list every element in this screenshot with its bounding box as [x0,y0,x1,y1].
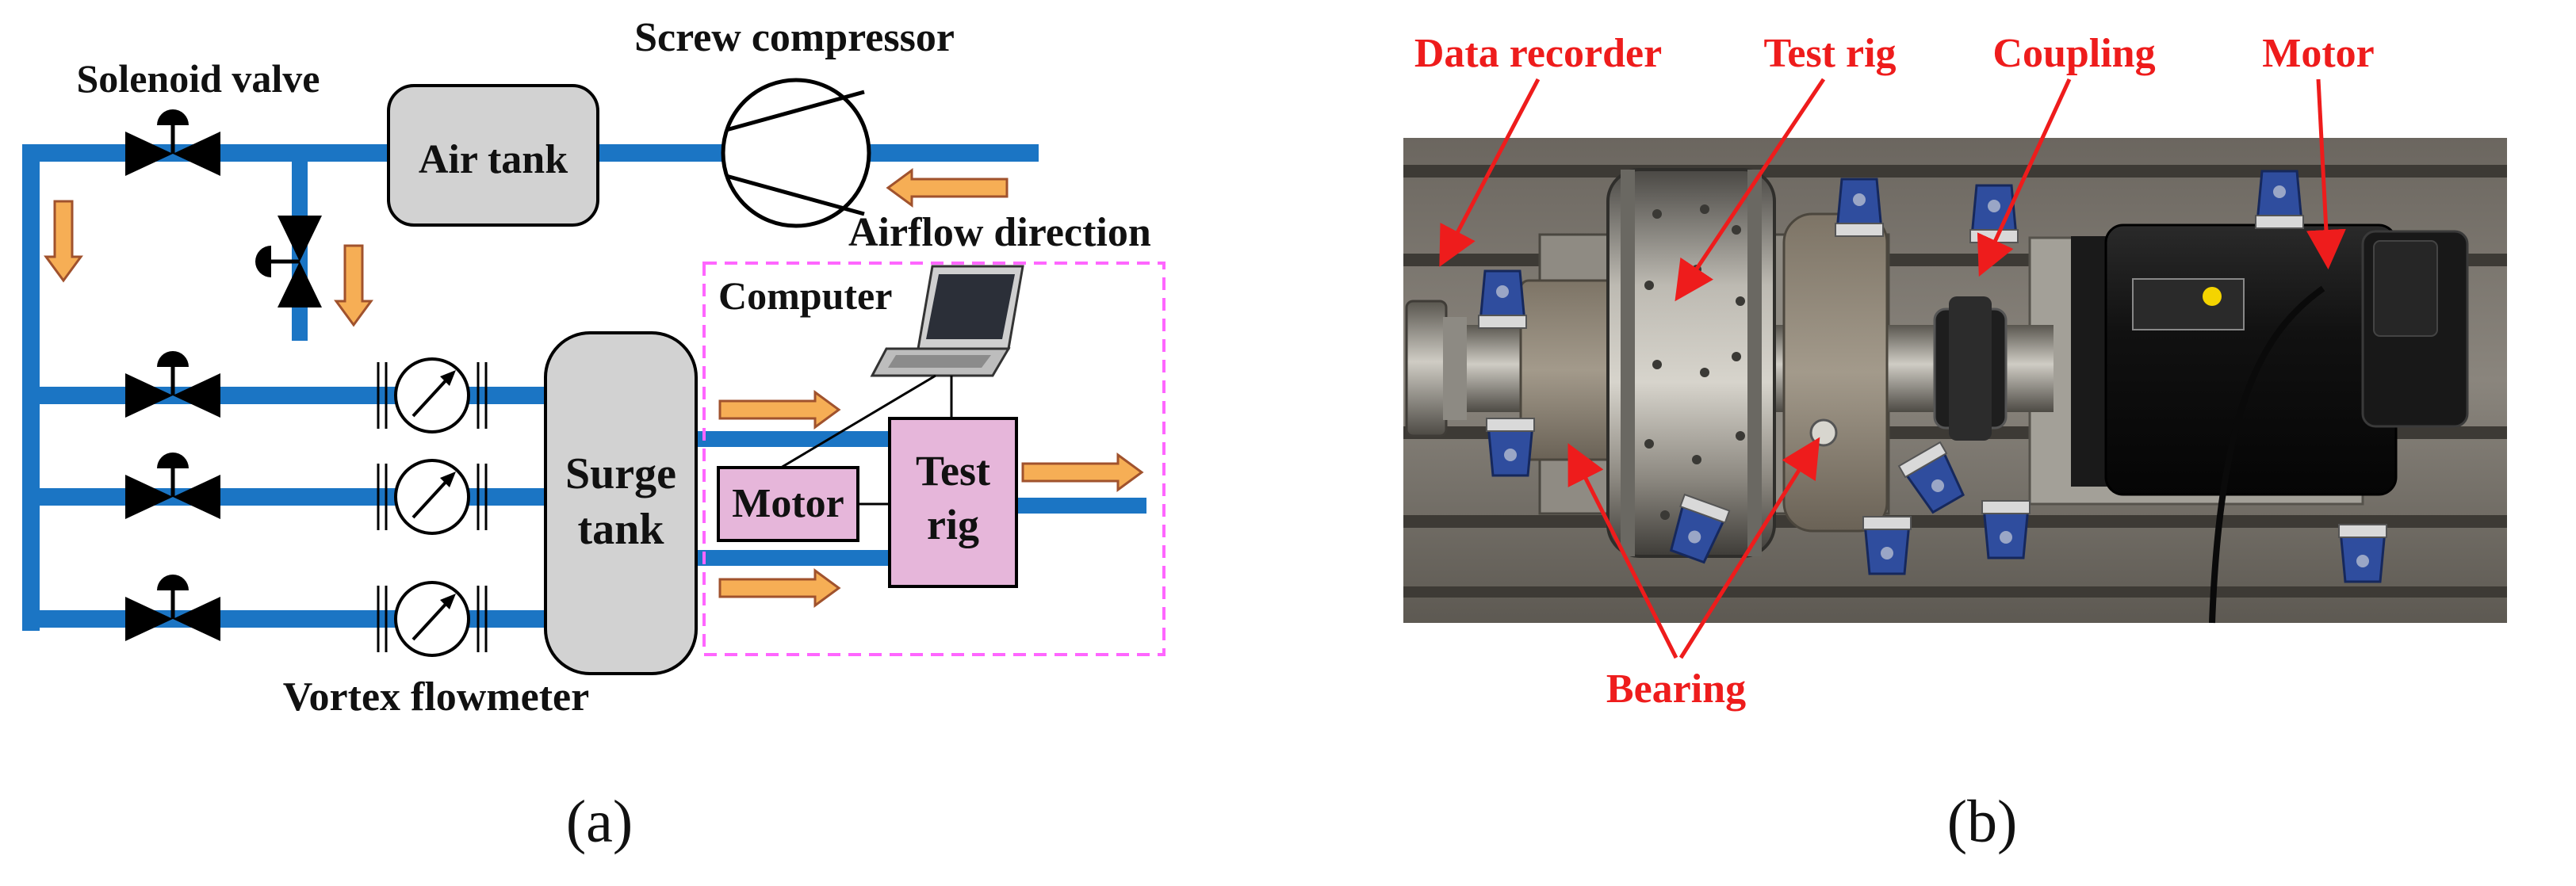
solenoid-valve-row1 [125,351,220,418]
coupling-label: Coupling [1992,31,2155,76]
test-rig-box-label-line2: rig [927,501,979,548]
vortex-flowmeter-row1 [377,357,488,433]
surge-tank-label-line1: Surge [565,449,676,498]
screw-compressor-symbol [721,78,871,228]
vortex-flowmeter-label: Vortex flowmeter [283,674,589,720]
vortex-flowmeter-row2 [377,459,488,535]
motor-box-label: Motor [732,481,844,526]
surge-tank-box [544,331,698,675]
test-rig-label: Test rig [1763,31,1896,76]
airflow-direction-label: Airflow direction [848,210,1151,255]
computer-label: Computer [718,273,892,318]
panel-b-caption: (b) [1947,789,2018,855]
airflow-arrow-down-left [44,200,82,282]
solenoid-valve-row2 [125,453,220,519]
vortex-flowmeter-row3 [377,581,488,657]
bearing-label: Bearing [1606,666,1746,712]
test-rig-box-label-line1: Test [916,447,990,495]
solenoid-valve-row3 [125,575,220,641]
solenoid-valve-label: Solenoid valve [77,56,320,101]
test-rig-photo [1403,138,2507,624]
screw-compressor-label: Screw compressor [634,15,955,60]
test-system-dashed-region [702,262,1166,656]
motor-box [717,466,859,542]
panel-a-caption: (a) [566,789,633,855]
data-recorder-label: Data recorder [1414,31,1662,76]
solenoid-valve-main [125,109,220,176]
panel-b-photo: Data recorder Test rig Coupling Motor Be… [1403,31,2507,855]
airflow-arrow-lower-branch [718,569,840,607]
motor-label: Motor [2262,31,2374,76]
airflow-arrow-inlet [886,169,1009,207]
air-tank-box [387,84,599,227]
test-rig-box [888,417,1018,588]
panel-a-schematic: Air tank Screw compressor Solenoid valve… [22,15,1166,855]
airflow-arrow-upper-branch [718,391,840,429]
surge-tank-label-line2: tank [578,505,665,554]
airflow-arrow-down-bypass [335,244,373,327]
computer-link-to-motor [780,374,936,469]
air-tank-label: Air tank [419,137,568,182]
solenoid-valve-bypass [255,216,322,307]
laptop-icon [870,265,1024,377]
pointer-arrows [1439,78,2346,659]
airflow-arrow-outlet [1021,453,1143,491]
